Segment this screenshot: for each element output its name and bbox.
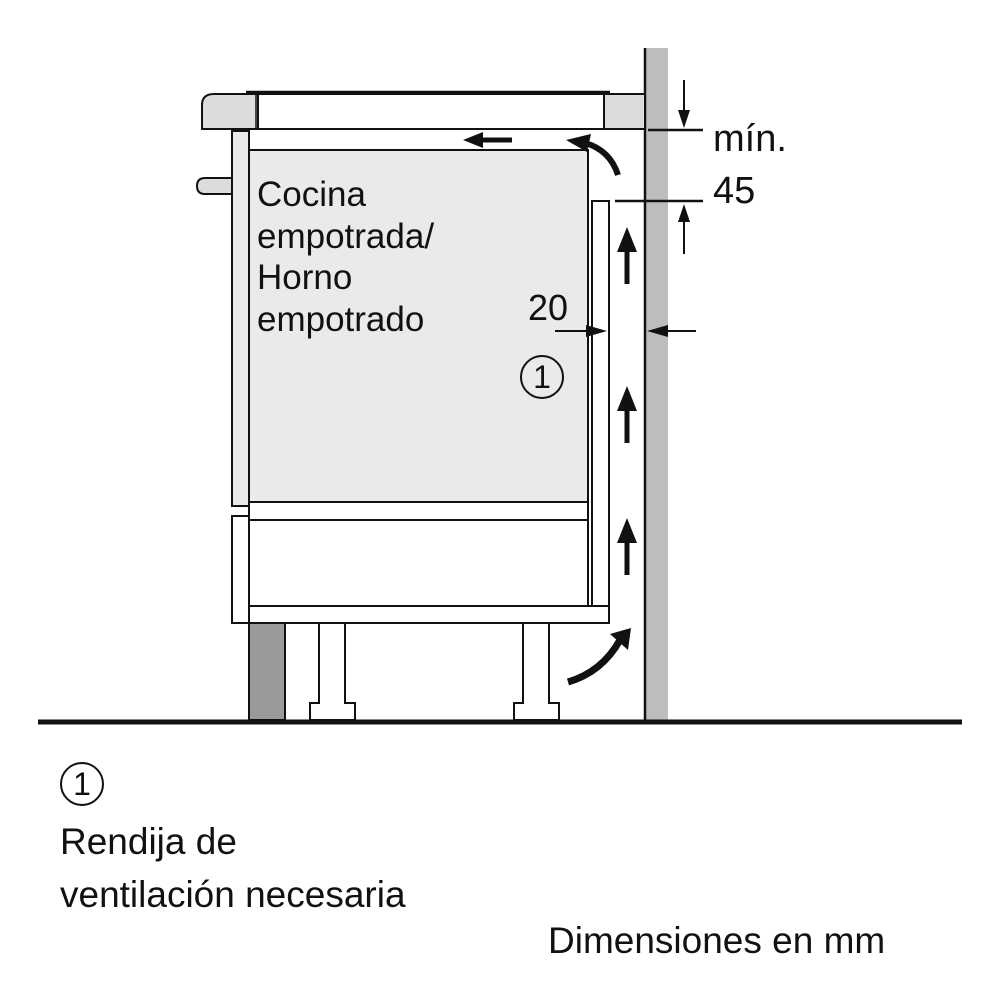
wall [643,48,668,720]
oven-label-line: Horno [257,258,353,297]
dimension-20 [555,325,696,337]
worktop [201,90,646,130]
legend-marker: 1 [60,762,104,806]
oven-label: Cocina empotrada/ Horno empotrado [257,174,434,340]
curved-arrow-icon [566,638,624,686]
top-gap-dimension: 45 [713,170,756,212]
airflow-arrows [463,132,637,686]
plinth [248,622,286,721]
oven-label-line: empotrado [257,299,425,339]
side-gap-dimension: 20 [528,287,569,328]
up-arrow-icon [617,227,637,284]
oven-front-panel [195,130,250,507]
dimension-45 [615,80,703,254]
oven-handle [195,177,233,195]
left-arrow-icon [463,132,512,148]
legend-line: Rendija de [60,821,237,862]
callout-marker: 1 [520,355,564,399]
oven-label-line: empotrada/ [257,216,435,256]
legend-text: Rendija de ventilación necesaria [60,815,406,921]
callout-number: 1 [533,358,551,395]
drawer-section [231,501,610,624]
curved-arrow-icon [584,140,621,177]
units-note: Dimensiones en mm [548,920,886,961]
cabinet-leg-left [309,622,356,721]
top-gap-prefix: mín. [713,118,787,160]
up-arrow-icon [617,518,637,575]
cabinet-side-panel [591,200,610,607]
legend-number: 1 [73,765,91,802]
oven-label-line: Cocina [257,175,366,214]
up-arrow-icon [617,386,637,443]
cabinet-leg-right [513,622,560,721]
oven-body [248,149,589,620]
legend-line: ventilación necesaria [60,874,406,915]
